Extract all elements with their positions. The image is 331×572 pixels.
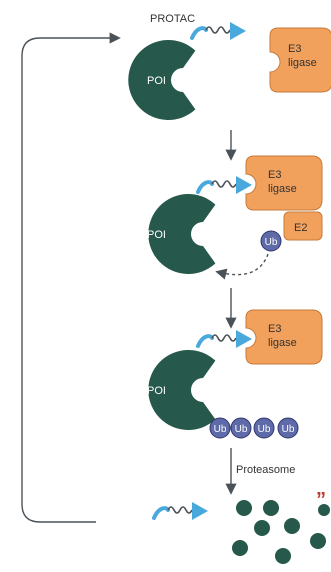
poi-protein-1 [128,40,196,121]
poi-protein-2 [148,194,216,274]
e3-ligase-label-2: E3 ligase [268,169,297,195]
ubiquitin-3 [253,417,275,439]
peptide-fragment [318,504,330,516]
e3-ligase-label-3: E3 ligase [268,323,297,349]
polyubiquitin-chain: Ub Ub Ub Ub [209,417,299,439]
ubiquitin-1 [209,417,231,439]
peptide-fragment [232,540,248,556]
poi-protein-3 [148,349,216,430]
poi-label-1: POI [147,75,166,87]
ubiquitin-label-2: Ub [235,424,248,435]
ubiquitin-label-3: Ub [258,424,271,435]
e3-ligase-label-1: E3 ligase [288,43,317,69]
ubiquitin-label-4: Ub [282,424,295,435]
e2-enzyme [283,211,323,241]
peptide-fragment [236,500,252,516]
quote-mark: ” [316,489,326,511]
e3-ligase-2 [245,155,323,211]
e3-ligase-1 [269,27,331,93]
peptide-fragment [275,548,291,564]
recycled-protac [152,500,210,522]
e3-ligase-3 [245,309,323,365]
peptide-fragment [254,520,270,536]
poi-label-2: POI [147,229,166,241]
ubiquitin-label-1: Ub [214,424,227,435]
ubiquitin-label-e2: Ub [265,237,278,248]
protac-molecule-2 [196,174,254,196]
ubiquitin-4 [277,417,299,439]
peptide-fragments [232,500,330,564]
ubiquitin-2 [230,417,252,439]
poi-label-3: POI [147,385,166,397]
proteasome-label: Proteasome [236,464,295,476]
peptide-fragment [284,518,300,534]
ubiquitin-transfer-arrow [215,253,269,280]
protac-molecule-1 [190,20,248,42]
peptide-fragment [310,533,326,549]
ubiquitin-on-e2 [260,230,282,252]
protac-molecule-3 [196,328,254,350]
e2-label: E2 [294,222,307,234]
peptide-fragment [263,500,279,516]
recycle-loop-arrow [21,32,121,523]
protac-label: PROTAC [150,13,195,25]
